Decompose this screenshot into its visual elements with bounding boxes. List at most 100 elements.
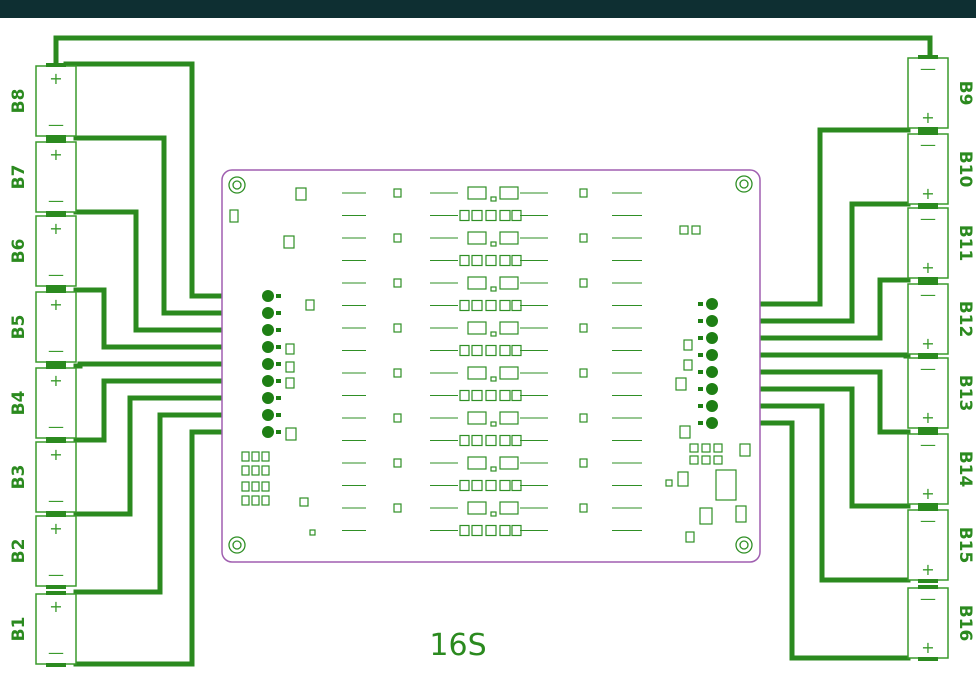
cell-minus-sign: — xyxy=(48,341,64,360)
smd-part xyxy=(499,434,511,447)
cell-terminal-positive xyxy=(918,503,938,507)
cell-minus-sign: — xyxy=(48,265,64,284)
cell-minus-sign: — xyxy=(920,435,936,454)
cell-terminal-positive xyxy=(46,365,66,369)
capacitor xyxy=(579,413,588,423)
cell-terminal-negative xyxy=(918,131,938,135)
smd-part xyxy=(511,344,522,357)
cell-minus-sign: — xyxy=(920,285,936,304)
mounting-hole-bottom-left xyxy=(228,536,246,554)
stub-pad xyxy=(276,294,281,298)
cell-body xyxy=(907,587,949,659)
resistor xyxy=(467,276,487,290)
cell-minus-sign: — xyxy=(920,511,936,530)
right-balance-lead-5 xyxy=(709,369,911,435)
cell-minus-sign: — xyxy=(48,643,64,662)
cell-minus-sign: — xyxy=(920,59,936,78)
smd-part xyxy=(459,299,470,312)
smd-part xyxy=(499,299,511,312)
smd-part xyxy=(485,389,497,402)
left-connector-pad xyxy=(262,358,274,370)
cell-plus-sign: + xyxy=(921,408,934,427)
resistor xyxy=(467,501,487,515)
cell-plus-sign: + xyxy=(921,258,934,277)
smd-part xyxy=(511,299,522,312)
smd-part xyxy=(713,455,723,465)
top-bar xyxy=(0,0,976,18)
right-connector-pad xyxy=(706,383,718,395)
cell-b6: +—B6 xyxy=(9,213,77,289)
stub-pad xyxy=(698,319,703,323)
smd-pad xyxy=(490,331,497,337)
cell-terminal-negative xyxy=(46,663,66,667)
cell-plus-sign: + xyxy=(49,445,62,464)
cell-terminal-negative xyxy=(46,135,66,139)
cell-label: B14 xyxy=(955,451,975,488)
cell-minus-sign: — xyxy=(920,589,936,608)
cell-b10: —+B10 xyxy=(907,131,975,207)
cell-label: B6 xyxy=(9,239,29,264)
smd-part xyxy=(261,451,270,462)
left-connector-pad xyxy=(262,290,274,302)
resistor xyxy=(467,321,487,335)
cell-terminal-negative xyxy=(918,585,938,589)
smd-part xyxy=(685,531,695,543)
right-connector-pad xyxy=(706,366,718,378)
cell-terminal-positive xyxy=(918,579,938,583)
smd-part xyxy=(511,524,522,537)
right-balance-lead-6 xyxy=(709,386,911,509)
capacitor xyxy=(393,368,402,378)
stub-pad xyxy=(698,404,703,408)
cell-minus-sign: — xyxy=(920,135,936,154)
smd-part xyxy=(229,209,239,223)
smd-part xyxy=(283,235,295,249)
cell-terminal-negative xyxy=(918,205,938,209)
cell-plus-sign: + xyxy=(921,108,934,127)
smd-part xyxy=(715,469,737,501)
cell-label: B5 xyxy=(9,315,29,340)
cell-terminal-negative xyxy=(46,585,66,589)
capacitor xyxy=(393,188,402,198)
smd-part xyxy=(471,479,483,492)
capacitor xyxy=(393,503,402,513)
cell-plus-sign: + xyxy=(49,597,62,616)
smd-part xyxy=(299,497,309,507)
cell-body xyxy=(907,433,949,505)
mounting-hole-bottom-right xyxy=(735,536,753,554)
smd-part xyxy=(699,507,713,525)
mounting-hole-top-right xyxy=(735,175,753,193)
smd-part xyxy=(499,524,511,537)
board-caption: 16S xyxy=(429,628,486,663)
capacitor xyxy=(393,323,402,333)
cell-label: B7 xyxy=(9,165,29,190)
smd-part xyxy=(251,465,260,476)
left-connector-pad xyxy=(262,324,274,336)
cell-b1: +—B1 xyxy=(9,591,77,667)
smd-part xyxy=(285,361,295,373)
smd-part xyxy=(499,209,511,222)
smd-part xyxy=(511,389,522,402)
capacitor xyxy=(393,278,402,288)
capacitor xyxy=(579,233,588,243)
cell-body xyxy=(35,593,77,665)
capacitor xyxy=(393,458,402,468)
cell-label: B9 xyxy=(955,81,975,106)
resistor xyxy=(499,186,519,200)
smd-part xyxy=(459,524,470,537)
cell-plus-sign: + xyxy=(921,638,934,657)
cell-b9: — + B9 xyxy=(907,55,975,131)
cell-terminal-positive xyxy=(918,427,938,431)
cell-b2: +—B2 xyxy=(9,513,77,589)
smd-part xyxy=(459,209,470,222)
smd-part xyxy=(241,465,250,476)
cell-terminal-positive xyxy=(918,657,938,661)
cell-plus-sign: + xyxy=(49,295,62,314)
stub-pad xyxy=(698,421,703,425)
cell-label: B16 xyxy=(955,605,975,642)
capacitor xyxy=(579,188,588,198)
smd-part xyxy=(701,455,711,465)
cell-b5: + — B5 xyxy=(9,289,77,365)
smd-pad xyxy=(490,196,497,202)
cell-body xyxy=(907,207,949,279)
cell-plus-sign: + xyxy=(49,69,62,88)
